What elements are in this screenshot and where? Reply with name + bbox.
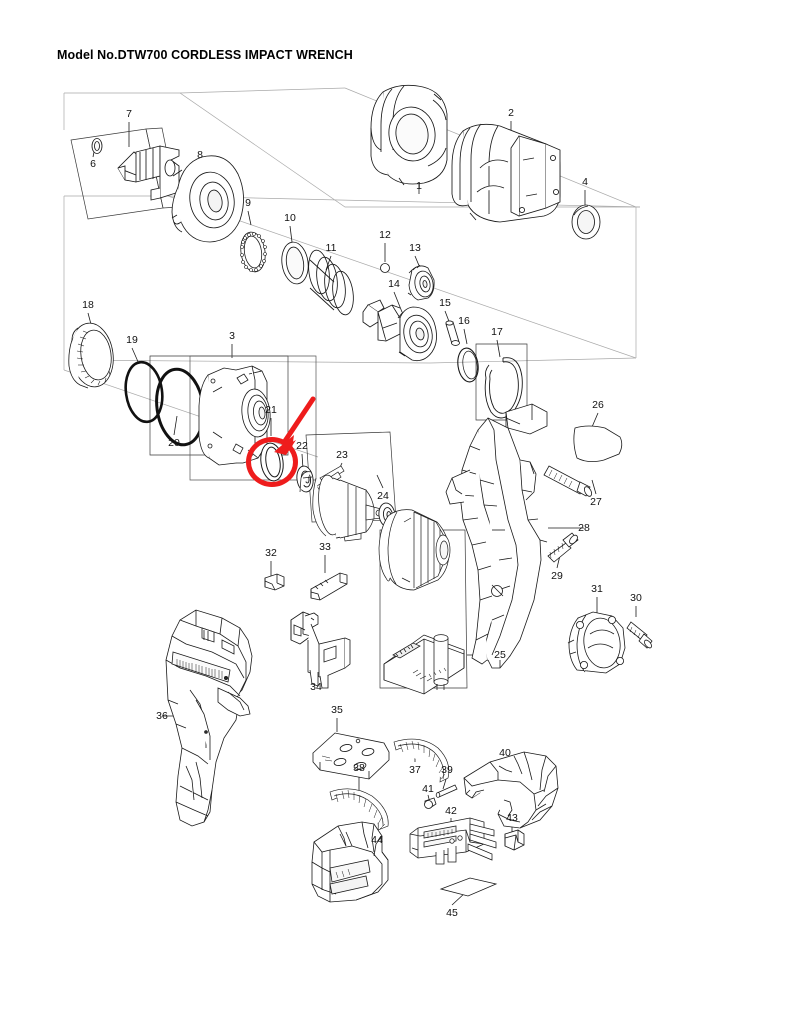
- part-number-label-44: 44: [371, 833, 383, 846]
- part-number-label-17: 17: [491, 325, 503, 338]
- part-number-label-7: 7: [126, 107, 132, 120]
- part-number-label-20: 20: [168, 436, 180, 449]
- part-number-label-42: 42: [445, 804, 457, 817]
- part-stator: [378, 509, 451, 591]
- part-19-o-ring: [124, 360, 164, 424]
- part-40-housing-half: [463, 751, 559, 829]
- part-8-hammer: [171, 155, 244, 243]
- part-42-terminal-block: [409, 817, 497, 865]
- group-brackets: [70, 127, 528, 689]
- part-43-rubber-pad: [504, 829, 525, 851]
- part-39-pin: [435, 784, 458, 798]
- part-number-label-8: 8: [197, 148, 203, 161]
- part-number-label-6: 6: [90, 157, 96, 170]
- section-guide-lines: [63, 87, 641, 458]
- part-37-arc-assembly: [393, 738, 450, 783]
- part-number-label-22: 22: [296, 439, 308, 452]
- part-number-label-45: 45: [446, 906, 458, 919]
- part-31-bearing-retainer: [567, 611, 626, 674]
- part-number-label-39: 39: [441, 763, 453, 776]
- part-number-label-23: 23: [336, 448, 348, 461]
- part-number-label-4: 4: [582, 175, 588, 188]
- part-number-label-28: 28: [578, 521, 590, 534]
- part-number-label-29: 29: [551, 569, 563, 582]
- part-number-label-37: 37: [409, 763, 421, 776]
- part-number-label-34: 34: [310, 680, 322, 693]
- part-number-label-38: 38: [353, 761, 365, 774]
- part-14-spindle: [362, 299, 437, 362]
- part-number-label-40: 40: [499, 746, 511, 759]
- part-6-retaining-ring: [91, 138, 103, 154]
- part-16-o-ring: [457, 347, 479, 383]
- part-number-label-32: 32: [265, 546, 277, 559]
- part-number-label-2: 2: [508, 106, 514, 119]
- part-number-label-30: 30: [630, 591, 642, 604]
- part-number-label-18: 18: [82, 298, 94, 311]
- part-number-label-24: 24: [377, 489, 389, 502]
- part-number-label-33: 33: [319, 540, 331, 553]
- part-12-steel-ball: [380, 263, 390, 273]
- part-number-label-35: 35: [331, 703, 343, 716]
- part-2-gear-housing: [451, 123, 561, 223]
- page-title: Model No.DTW700 CORDLESS IMPACT WRENCH: [57, 48, 353, 62]
- part-number-label-13: 13: [409, 241, 421, 254]
- part-number-label-12: 12: [379, 228, 391, 241]
- part-23-armature: [299, 465, 383, 542]
- part-number-label-9: 9: [245, 196, 251, 209]
- part-number-label-1: 1: [416, 179, 422, 192]
- part-7-anvil: [117, 145, 180, 201]
- part-number-label-31: 31: [591, 582, 603, 595]
- part-30-screw: [626, 621, 653, 649]
- part-29-screw: [547, 532, 579, 563]
- part-32-rubber-cap: [264, 573, 285, 591]
- part-15-pin: [445, 320, 460, 346]
- part-10-washer: [281, 241, 309, 285]
- part-35-terminal-unit: [312, 732, 390, 780]
- annotation-highlight-circle: [246, 437, 298, 487]
- part-number-label-10: 10: [284, 211, 296, 224]
- part-controller-board: [383, 634, 465, 695]
- part-number-label-43: 43: [506, 811, 518, 824]
- part-18-internal-gear: [68, 322, 114, 389]
- part-number-label-26: 26: [592, 398, 604, 411]
- part-27-screw: [543, 465, 593, 497]
- part-number-label-11: 11: [325, 241, 337, 254]
- part-26-name-plate: [573, 425, 623, 462]
- part-number-label-3: 3: [229, 329, 235, 342]
- part-13-gear: [407, 264, 435, 301]
- part-45-label-sheet: [439, 877, 498, 897]
- part-number-label-21: 21: [265, 403, 277, 416]
- part-41-rubber-piece: [424, 797, 437, 809]
- part-36-housing-half: [165, 609, 253, 827]
- part-44-battery-housing: [311, 821, 389, 903]
- part-number-label-41: 41: [422, 782, 434, 795]
- part-number-label-27: 27: [590, 495, 602, 508]
- part-number-label-14: 14: [388, 277, 400, 290]
- part-number-label-16: 16: [458, 314, 470, 327]
- part-number-label-19: 19: [126, 333, 138, 346]
- part-11-hammer-spring: [308, 249, 354, 316]
- part-4-oil-seal: [571, 204, 601, 240]
- part-9-thrust-bearing: [240, 231, 267, 273]
- part-1-hammer-case: [370, 84, 448, 186]
- part-number-label-15: 15: [439, 296, 451, 309]
- part-number-label-25: 25: [494, 648, 506, 661]
- part-number-label-36: 36: [156, 709, 168, 722]
- part-3-anvil-housing-assembly: [198, 365, 271, 466]
- part-28-motor-housing: [445, 403, 548, 669]
- part-33-led-unit: [310, 572, 348, 601]
- part-34-switch: [290, 611, 351, 689]
